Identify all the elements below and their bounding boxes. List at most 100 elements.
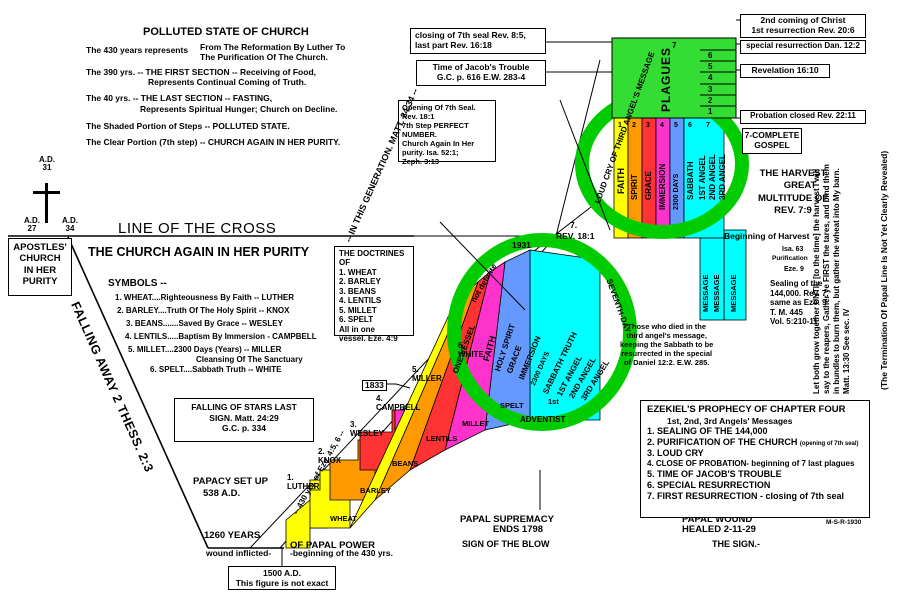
parable-text: Let both grow together UNTIL [to the tim… [812, 164, 851, 394]
the-sign: THE SIGN.- [712, 539, 761, 549]
plague-num: 3 [708, 85, 713, 94]
symbol-item: Cleansing Of The Sanctuary [196, 355, 303, 364]
plague-num: 2 [708, 96, 713, 105]
isa-label: Isa. 63 [782, 246, 804, 253]
header-line2b: Represents Continual Coming of Truth. [148, 77, 307, 87]
papacy-1260: 1260 YEARS [204, 530, 261, 541]
ad31-label: A.D.31 [39, 155, 55, 173]
purification-label: Purification [772, 255, 808, 262]
header-title: POLLUTED STATE OF CHURCH [143, 26, 309, 38]
grain-barley: BARLEY [360, 486, 391, 495]
upper-angel: 3RD ANGEL [718, 154, 727, 200]
cross-icon [33, 183, 60, 223]
symbol-item: 6. SPELT....Sabbath Truth -- WHITE [150, 365, 282, 374]
plague-num: 5 [708, 62, 713, 71]
ad34-label: A.D.34 [62, 216, 78, 234]
step-wesley: 3.WESLEY [350, 420, 384, 438]
papacy-538: 538 A.D. [203, 488, 241, 499]
step-miller: 5.MILLER [412, 365, 442, 383]
symbol-item: 3. BEANS.......Saved By Grace -- WESLEY [126, 319, 283, 328]
header-line3a: The 40 yrs. -- THE LAST SECTION -- FASTI… [86, 93, 273, 103]
grain-lentils: LENTILS [426, 434, 458, 443]
upper-word: IMMERSION [658, 163, 667, 210]
plague-num: 4 [708, 73, 713, 82]
upper-angel: 2ND ANGEL [708, 154, 717, 200]
falling-away-line [67, 236, 209, 549]
termination-text: (The Termination Of Papal Line Is Not Ye… [879, 150, 889, 390]
probation-box: Probation closed Rev. 22:11 [740, 110, 866, 124]
eze9-label: Eze. 9 [784, 266, 804, 273]
papal-power: OF PAPAL POWER [290, 540, 375, 551]
step-campbell: 4.CAMPBELL [376, 394, 421, 412]
header-line1a: The 430 years represents [86, 45, 189, 55]
header-line5: The Clear Portion (7th step) -- CHURCH A… [86, 137, 341, 147]
step-luther: 1.LUTHER [287, 473, 320, 491]
message-label: MESSAGE [712, 274, 721, 312]
lower-oval-ring [447, 233, 637, 431]
wound-inflicted: wound inflicted- [206, 548, 272, 558]
grain-wheat: WHEAT [330, 514, 357, 523]
year-1833: 1833 [362, 380, 387, 391]
beginning-430: -beginning of the 430 yrs. [290, 548, 393, 558]
upper-angel: 1ST ANGEL [698, 155, 707, 200]
plague-num: 1 [708, 107, 713, 116]
sign-of-blow: SIGN OF THE BLOW [462, 539, 550, 549]
step-white: 6.WHITE [458, 341, 484, 359]
rev18-label: REV. 18:1 [556, 231, 595, 241]
papacy-set-up: PAPACY SET UP [193, 476, 268, 487]
revelation-box: Revelation 16:10 [740, 64, 830, 78]
pointer-arrows [439, 19, 740, 311]
signature: M-S-R-1930 [826, 519, 862, 526]
symbol-item: 5. MILLET....2300 Days (Years) -- MILLER [128, 345, 282, 354]
symbol-item: 4. LENTILS.....Baptism By Immersion - CA… [125, 332, 317, 341]
step-knox: 2.KNOX [318, 447, 342, 465]
upper-word: SPIRIT [630, 174, 639, 200]
grain-millet: MILLET [462, 419, 490, 428]
ezekiel-box: EZEKIEL'S PROPHECY OF CHAPTER FOUR 1st, … [640, 400, 870, 518]
plagues-label: PLAGUES [659, 46, 673, 112]
special-res-box: special resurrection Dan. 12:2 [740, 40, 866, 54]
upper-word: GRACE [644, 171, 653, 200]
upper-word: SABBATH [686, 161, 695, 200]
ad27-label: A.D.27 [24, 216, 40, 234]
line-of-cross-label: LINE OF THE CROSS [118, 220, 277, 237]
message-label: MESSAGE [701, 274, 710, 312]
header-line2a: The 390 yrs. -- THE FIRST SECTION -- Rec… [86, 67, 316, 77]
seal-closing-box: closing of 7th seal Rev. 8:5,last part R… [410, 28, 546, 54]
header-line1c: The Purification Of The Church. [200, 52, 328, 62]
year-1931: 1931 [512, 240, 531, 250]
church-purity-label: THE CHURCH AGAIN IN HER PURITY [88, 245, 310, 259]
upper-word: 2300 DAYS [673, 173, 680, 210]
header-line3b: Represents Spiritual Hunger; Church on D… [140, 104, 338, 114]
adventist-label: ADVENTIST [520, 415, 566, 424]
grain-spelt: SPELT [500, 401, 524, 410]
plagues-stack [611, 37, 737, 119]
plague-num: 6 [708, 51, 713, 60]
grain-beans: BEANS [392, 459, 419, 468]
beginning-harvest: Beginning of Harvest [724, 231, 810, 241]
plague-num: 7 [672, 41, 677, 50]
symbol-item: 2. BARLEY....Truth Of The Holy Spirit --… [117, 306, 290, 315]
header-line1b: From The Reformation By Luther To [200, 42, 346, 52]
symbols-title: SYMBOLS -- [108, 278, 167, 289]
upper-word: FAITH [616, 168, 626, 194]
message-label: MESSAGE [729, 274, 738, 312]
header-line4: The Shaded Portion of Steps -- POLLUTED … [86, 121, 290, 131]
first-label: 1st [548, 397, 559, 406]
symbol-item: 1. WHEAT....Righteousness By Faith -- LU… [115, 293, 294, 302]
ad1500-box: 1500 A.D.This figure is not exact [228, 566, 336, 590]
upper-column [613, 117, 747, 321]
